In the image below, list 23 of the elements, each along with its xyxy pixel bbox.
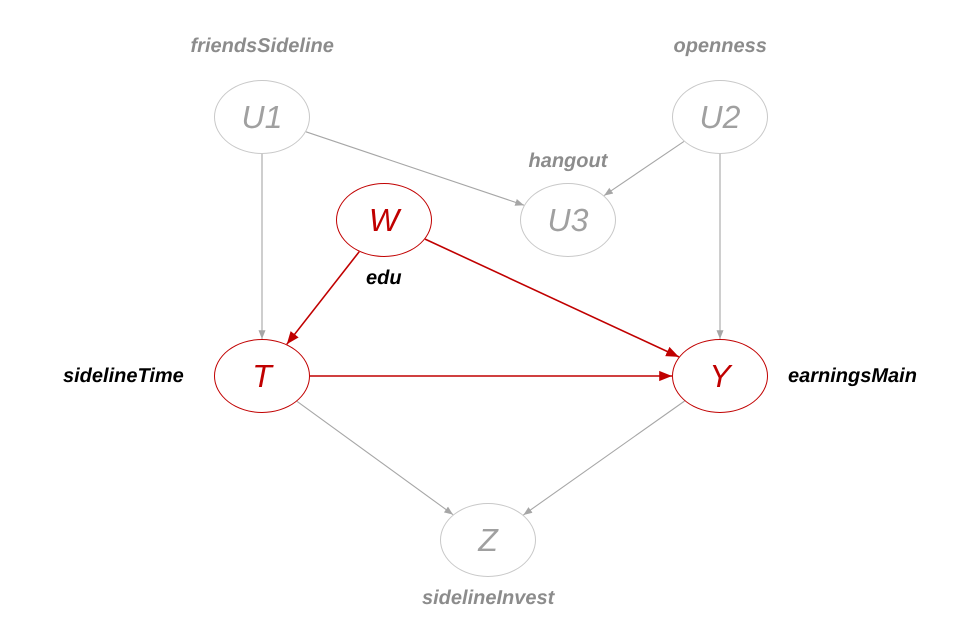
arrow	[258, 154, 266, 339]
variable-name: friendsSideline	[190, 35, 334, 58]
node-label: U1	[242, 98, 282, 136]
variable-name: sidelineTime	[63, 364, 184, 388]
arrow	[523, 400, 685, 516]
node-label: U2	[700, 98, 740, 136]
variable-name: openness	[674, 35, 767, 58]
arrow	[310, 370, 672, 382]
arrow	[286, 251, 360, 345]
arrow	[604, 140, 684, 196]
arrow	[424, 238, 680, 358]
variable-name: hangout	[528, 150, 608, 173]
variable-name: earningsMain	[788, 364, 917, 388]
node-label: W	[368, 202, 400, 238]
node-label: Y	[709, 358, 731, 394]
node-label: Z	[478, 522, 498, 558]
arrow	[716, 154, 724, 339]
node-label: T	[252, 358, 272, 394]
arrow	[296, 400, 454, 516]
arrow	[306, 131, 524, 206]
variable-name: sidelineInvest	[422, 587, 554, 610]
node-label: U3	[548, 202, 588, 238]
variable-name: edu	[366, 267, 402, 290]
